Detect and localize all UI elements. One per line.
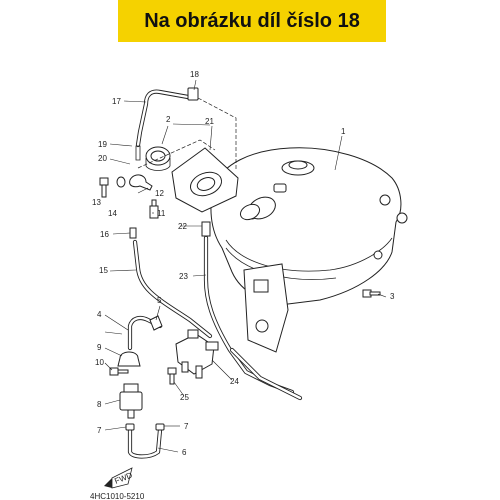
callout-13: 13	[92, 198, 101, 207]
callout-14: 14	[108, 209, 117, 218]
callout-9: 9	[97, 343, 102, 352]
banner-text: Na obrázku díl číslo 18	[144, 9, 360, 32]
callout-19: 19	[98, 140, 107, 149]
callout-25: 25	[180, 393, 189, 402]
callout-24: 24	[230, 377, 239, 386]
callout-2: 2	[166, 115, 171, 124]
callout-20: 20	[98, 154, 107, 163]
fwd-arrow-icon: FWD	[104, 467, 134, 489]
callout-22: 22	[178, 222, 187, 231]
callout-10: 10	[95, 358, 104, 367]
screw-25	[167, 367, 177, 375]
filter-bracket	[109, 351, 141, 376]
leader-lines	[104, 79, 387, 453]
fuel-tank	[210, 147, 408, 353]
callout-labels: 1 2 3 4 5 6 7 7 8 9 10 11 12 13 14 15 16…	[92, 70, 395, 457]
hose-6	[125, 423, 165, 459]
hose-pair	[229, 347, 303, 401]
fuel-cock	[175, 329, 219, 379]
callout-1: 1	[341, 127, 346, 136]
callout-12: 12	[155, 189, 164, 198]
callout-8: 8	[97, 400, 102, 409]
callout-11: 11	[157, 209, 166, 218]
callout-23: 23	[179, 272, 188, 281]
callout-3: 3	[390, 292, 395, 301]
callout-17: 17	[112, 97, 121, 106]
callout-16: 16	[100, 230, 109, 239]
callout-4: 4	[97, 310, 102, 319]
callout-18: 18	[190, 70, 199, 79]
outline-dash-1	[197, 97, 237, 170]
filler-ring	[145, 146, 171, 171]
filler-neck	[239, 196, 276, 221]
breather-hose-17	[135, 87, 199, 161]
callout-7a: 7	[97, 426, 102, 435]
callout-5: 5	[157, 296, 162, 305]
highlight-banner: Na obrázku díl číslo 18	[118, 0, 386, 42]
callout-21: 21	[205, 117, 214, 126]
diagram-code: 4HC1010-5210	[90, 492, 145, 500]
callout-6: 6	[182, 448, 187, 457]
callout-7b: 7	[184, 422, 189, 431]
filler-boot	[171, 147, 239, 213]
fuel-filter	[119, 383, 143, 419]
callout-15: 15	[99, 266, 108, 275]
